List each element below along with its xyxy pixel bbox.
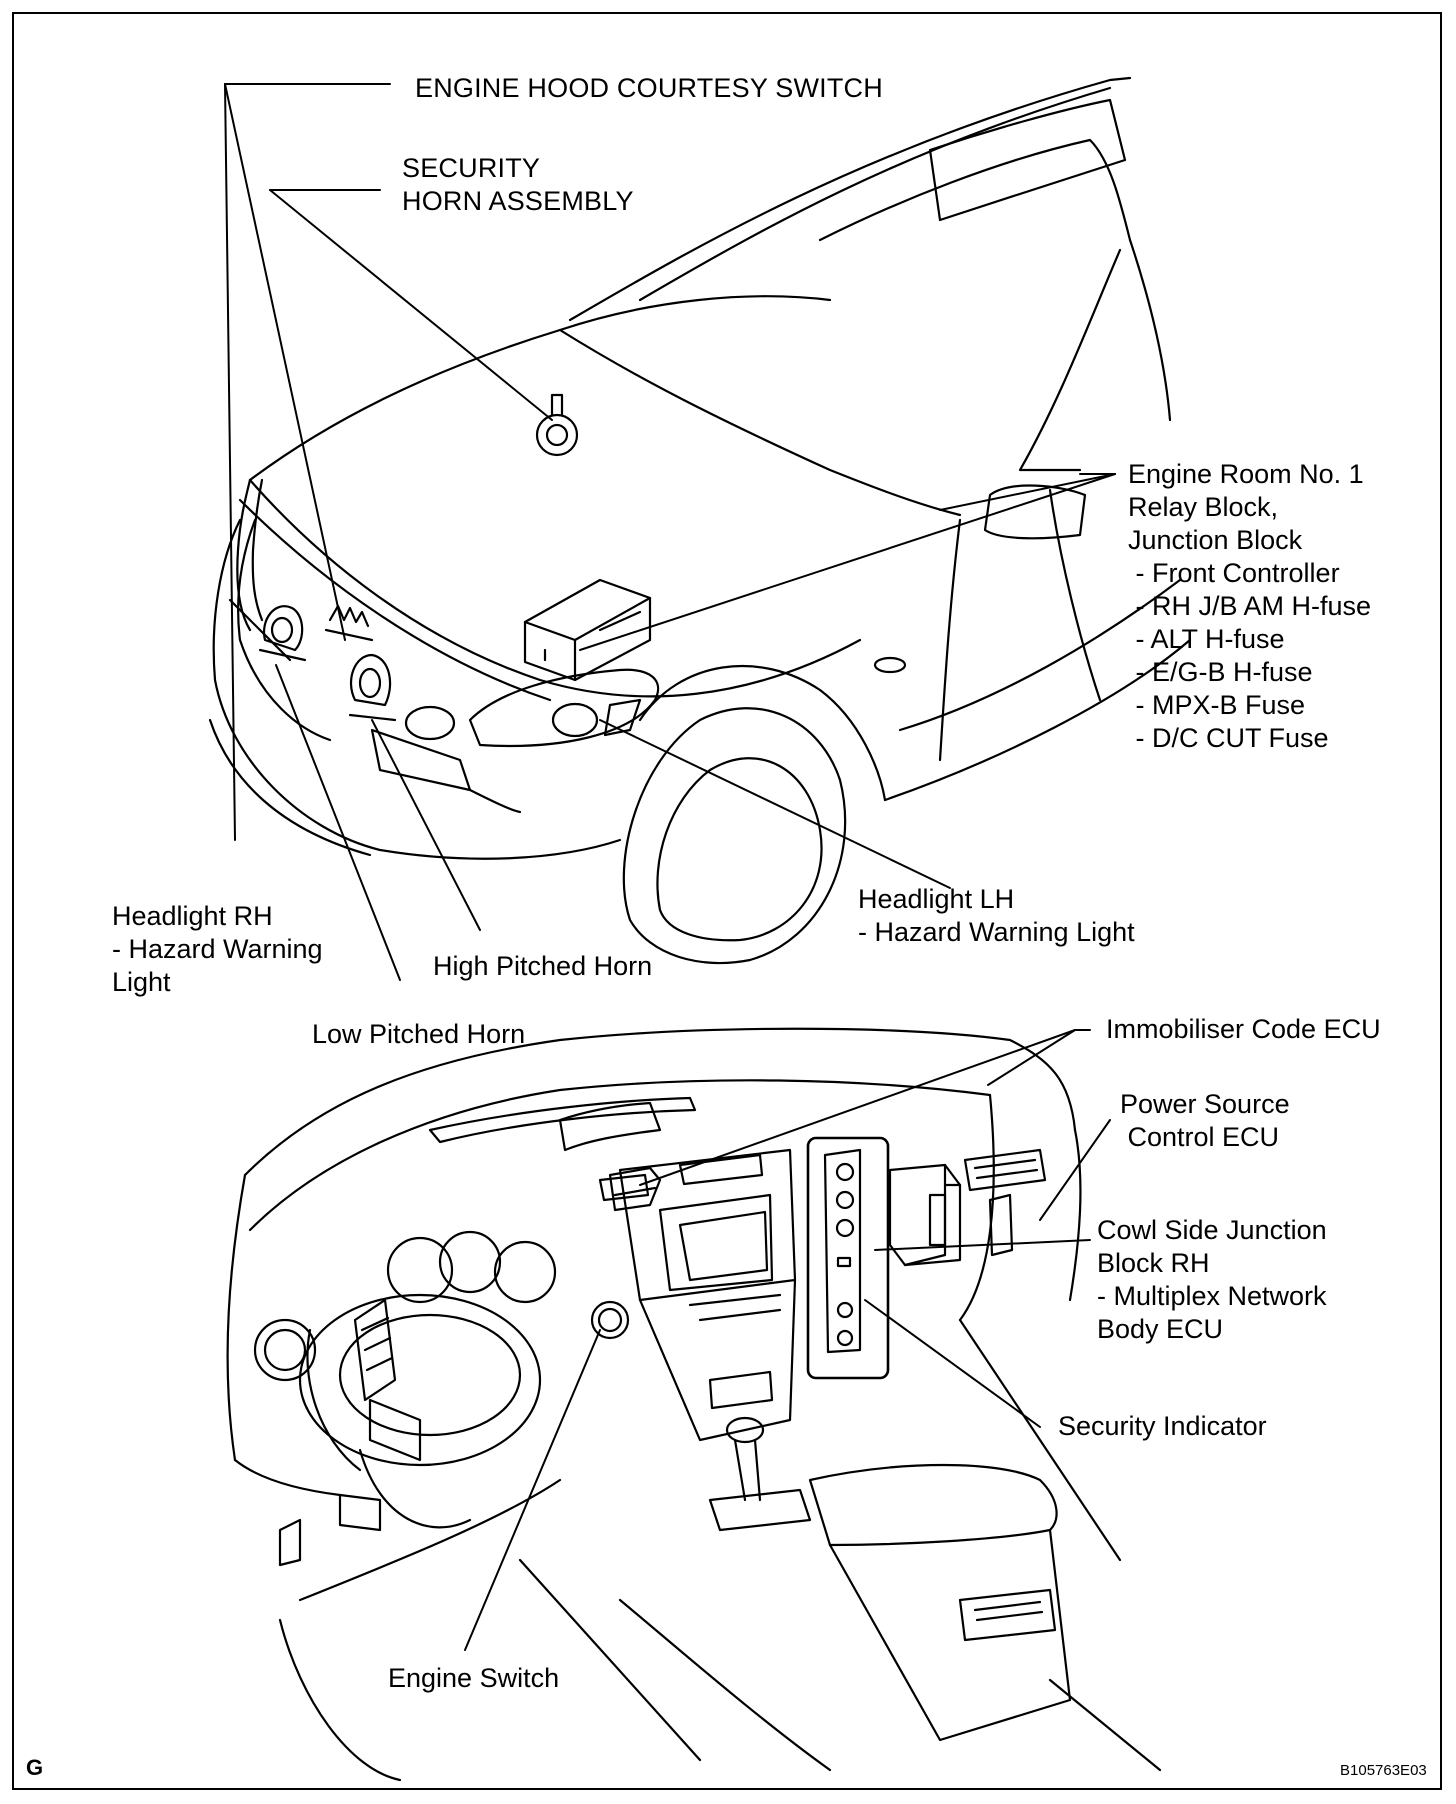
relay-block-line: - D/C CUT Fuse bbox=[1128, 723, 1329, 753]
relay-block-line: Engine Room No. 1 bbox=[1128, 459, 1364, 489]
label-immobiliser-code-ecu: Immobiliser Code ECU bbox=[1106, 1014, 1381, 1044]
label-security-indicator: Security Indicator bbox=[1058, 1411, 1267, 1441]
leader-lines-upper bbox=[224, 83, 1116, 981]
cowl-side-line: - Multiplex Network bbox=[1097, 1281, 1327, 1311]
relay-block-line: Junction Block bbox=[1128, 525, 1303, 555]
headlight-lh-line: - Hazard Warning Light bbox=[858, 917, 1135, 947]
relay-block-line: - ALT H-fuse bbox=[1128, 624, 1285, 654]
headlight-lh-line: Headlight LH bbox=[858, 884, 1015, 914]
security-indicator-inset bbox=[806, 1136, 890, 1380]
label-security-horn-line2: HORN ASSEMBLY bbox=[402, 186, 634, 216]
headlight-rh-line: Headlight RH bbox=[112, 901, 273, 931]
leader-lines-lower bbox=[464, 1029, 1111, 1651]
headlight-rh-line: Light bbox=[112, 967, 171, 997]
car-body-drawing bbox=[208, 76, 1192, 965]
relay-block-line: - RH J/B AM H-fuse bbox=[1128, 591, 1372, 621]
cowl-side-line: Cowl Side Junction bbox=[1097, 1215, 1327, 1245]
dashboard-drawing bbox=[226, 1027, 1162, 1782]
relay-block-line: - Front Controller bbox=[1128, 558, 1340, 588]
relay-block-line: - MPX-B Fuse bbox=[1128, 690, 1306, 720]
relay-block-line: - E/G-B H-fuse bbox=[1128, 657, 1313, 687]
power-source-line: Control ECU bbox=[1120, 1122, 1280, 1152]
label-engine-switch: Engine Switch bbox=[388, 1663, 560, 1693]
label-engine-hood-courtesy-switch: ENGINE HOOD COURTESY SWITCH bbox=[415, 73, 883, 103]
cowl-side-line: Block RH bbox=[1097, 1248, 1210, 1278]
label-low-pitched-horn: Low Pitched Horn bbox=[312, 1019, 526, 1049]
figure-border bbox=[12, 12, 1442, 1790]
cowl-side-line: Body ECU bbox=[1097, 1314, 1224, 1344]
label-high-pitched-horn: High Pitched Horn bbox=[433, 951, 653, 981]
corner-letter: G bbox=[26, 1755, 44, 1780]
headlight-rh-line: - Hazard Warning bbox=[112, 934, 323, 964]
relay-block-line: Relay Block, bbox=[1128, 492, 1279, 522]
label-security-horn-line1: SECURITY bbox=[402, 153, 541, 183]
figure-code: B105763E03 bbox=[1340, 1762, 1427, 1779]
power-source-line: Power Source bbox=[1120, 1089, 1290, 1119]
